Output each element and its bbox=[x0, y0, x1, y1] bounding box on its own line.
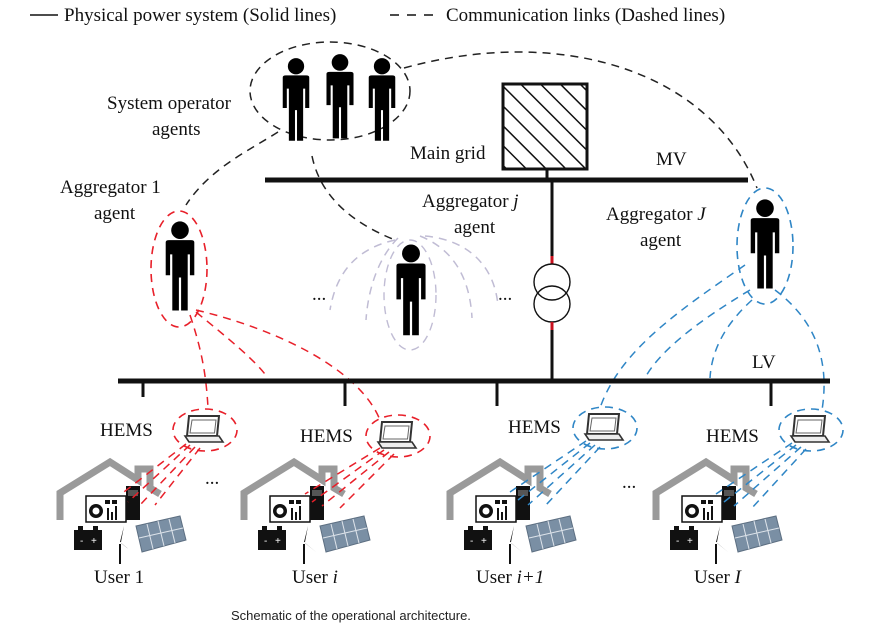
link-aggregator-1-red bbox=[195, 309, 381, 421]
aggregator-J: Aggregator J agent bbox=[606, 187, 794, 305]
aggregator-J-agent-icon bbox=[750, 199, 780, 289]
user-I-group: HEMS User I bbox=[656, 408, 844, 588]
user-label: User I bbox=[694, 567, 743, 588]
hems-label: HEMS bbox=[706, 426, 759, 447]
link-aggregator-J-blue bbox=[774, 289, 825, 411]
power-system: Main grid MV LV bbox=[118, 82, 830, 406]
aggregator-j-ellipse bbox=[383, 239, 437, 351]
laptop-icon bbox=[790, 415, 830, 443]
communication-links bbox=[185, 51, 825, 421]
aggregator-j-agent-icon bbox=[396, 244, 426, 336]
aggregator-j-label-line1: Aggregator j bbox=[422, 191, 519, 212]
main-grid-box bbox=[501, 82, 589, 171]
hems-ellipse bbox=[365, 414, 431, 458]
hems-label: HEMS bbox=[508, 417, 561, 438]
main-grid-label: Main grid bbox=[410, 143, 486, 164]
aggregator-1-ellipse bbox=[150, 210, 208, 328]
system-operator-ellipse bbox=[249, 41, 411, 141]
user-label: User i bbox=[292, 567, 338, 588]
aggregator-1-label-line1: Aggregator 1 bbox=[60, 177, 161, 198]
system-operator-agent-icon bbox=[282, 58, 310, 141]
link-aggregator-j-faint bbox=[365, 237, 399, 321]
system-operator-label-line1: System operator bbox=[107, 93, 232, 114]
lv-label: LV bbox=[752, 352, 776, 373]
user-i-plus-1-group: HEMS User i+1 ... bbox=[450, 406, 638, 588]
link-hems-to-home-red bbox=[304, 447, 395, 509]
aggregator-j-ellipsis-right: ... bbox=[498, 284, 512, 305]
link-operator-to-aggregator-1 bbox=[185, 131, 279, 206]
house-icon bbox=[60, 462, 186, 564]
users-ellipsis: ... bbox=[622, 472, 636, 493]
link-aggregator-j-faint bbox=[329, 239, 396, 311]
hems-ellipse bbox=[572, 406, 638, 450]
aggregator-j-ellipsis-left: ... bbox=[312, 284, 326, 305]
hems-label: HEMS bbox=[300, 426, 353, 447]
link-aggregator-j-faint bbox=[424, 235, 499, 307]
system-operator-label-line2: agents bbox=[152, 119, 201, 140]
aggregator-j: Aggregator j agent ... ... bbox=[312, 191, 519, 351]
user-label: User 1 bbox=[94, 567, 144, 588]
legend-solid-label: Physical power system (Solid lines) bbox=[64, 5, 336, 26]
link-aggregator-J-blue bbox=[644, 289, 751, 379]
user-1-group: HEMS User 1 ... bbox=[60, 408, 238, 588]
aggregator-j-label-line2: agent bbox=[454, 217, 496, 238]
aggregator-J-label-line1: Aggregator J bbox=[606, 204, 707, 225]
link-aggregator-1-red bbox=[195, 311, 269, 379]
transformer-coil-upper bbox=[533, 263, 571, 301]
link-aggregator-J-blue bbox=[599, 264, 746, 409]
link-aggregator-j-faint bbox=[419, 235, 473, 319]
aggregator-J-ellipse bbox=[736, 187, 794, 305]
link-aggregator-1-red bbox=[189, 314, 209, 409]
system-operator-cluster: System operator agents bbox=[107, 41, 411, 141]
house-icon bbox=[450, 462, 576, 564]
aggregator-1-label-line2: agent bbox=[94, 203, 136, 224]
aggregator-1-agent-icon bbox=[165, 221, 195, 311]
laptop-icon bbox=[377, 421, 417, 449]
legend-dashed-label: Communication links (Dashed lines) bbox=[446, 5, 725, 26]
hems-ellipse bbox=[172, 408, 238, 452]
legend: Physical power system (Solid lines) Comm… bbox=[30, 5, 725, 26]
link-operator-to-aggregator-j bbox=[311, 155, 396, 241]
house-icon bbox=[244, 462, 370, 564]
mv-label: MV bbox=[656, 149, 687, 170]
hems-label: HEMS bbox=[100, 420, 153, 441]
user-label: User i+1 bbox=[476, 567, 544, 588]
aggregator-J-label-line2: agent bbox=[640, 230, 682, 251]
house-icon bbox=[656, 462, 782, 564]
users-ellipsis: ... bbox=[205, 468, 219, 489]
hems-ellipse bbox=[778, 408, 844, 452]
laptop-icon bbox=[584, 413, 624, 441]
link-hems-to-home-blue bbox=[715, 442, 807, 509]
link-operator-to-aggregator-J bbox=[403, 51, 758, 189]
system-operator-agent-icon bbox=[326, 54, 354, 139]
user-i-group: HEMS User i bbox=[244, 414, 431, 588]
laptop-icon bbox=[184, 415, 224, 443]
link-hems-to-home-blue bbox=[509, 440, 601, 507]
link-aggregator-J-blue bbox=[709, 299, 753, 379]
aggregator-1: Aggregator 1 agent bbox=[60, 177, 208, 328]
figure-caption: Schematic of the operational architectur… bbox=[231, 608, 471, 623]
link-hems-to-home-red bbox=[119, 443, 201, 506]
